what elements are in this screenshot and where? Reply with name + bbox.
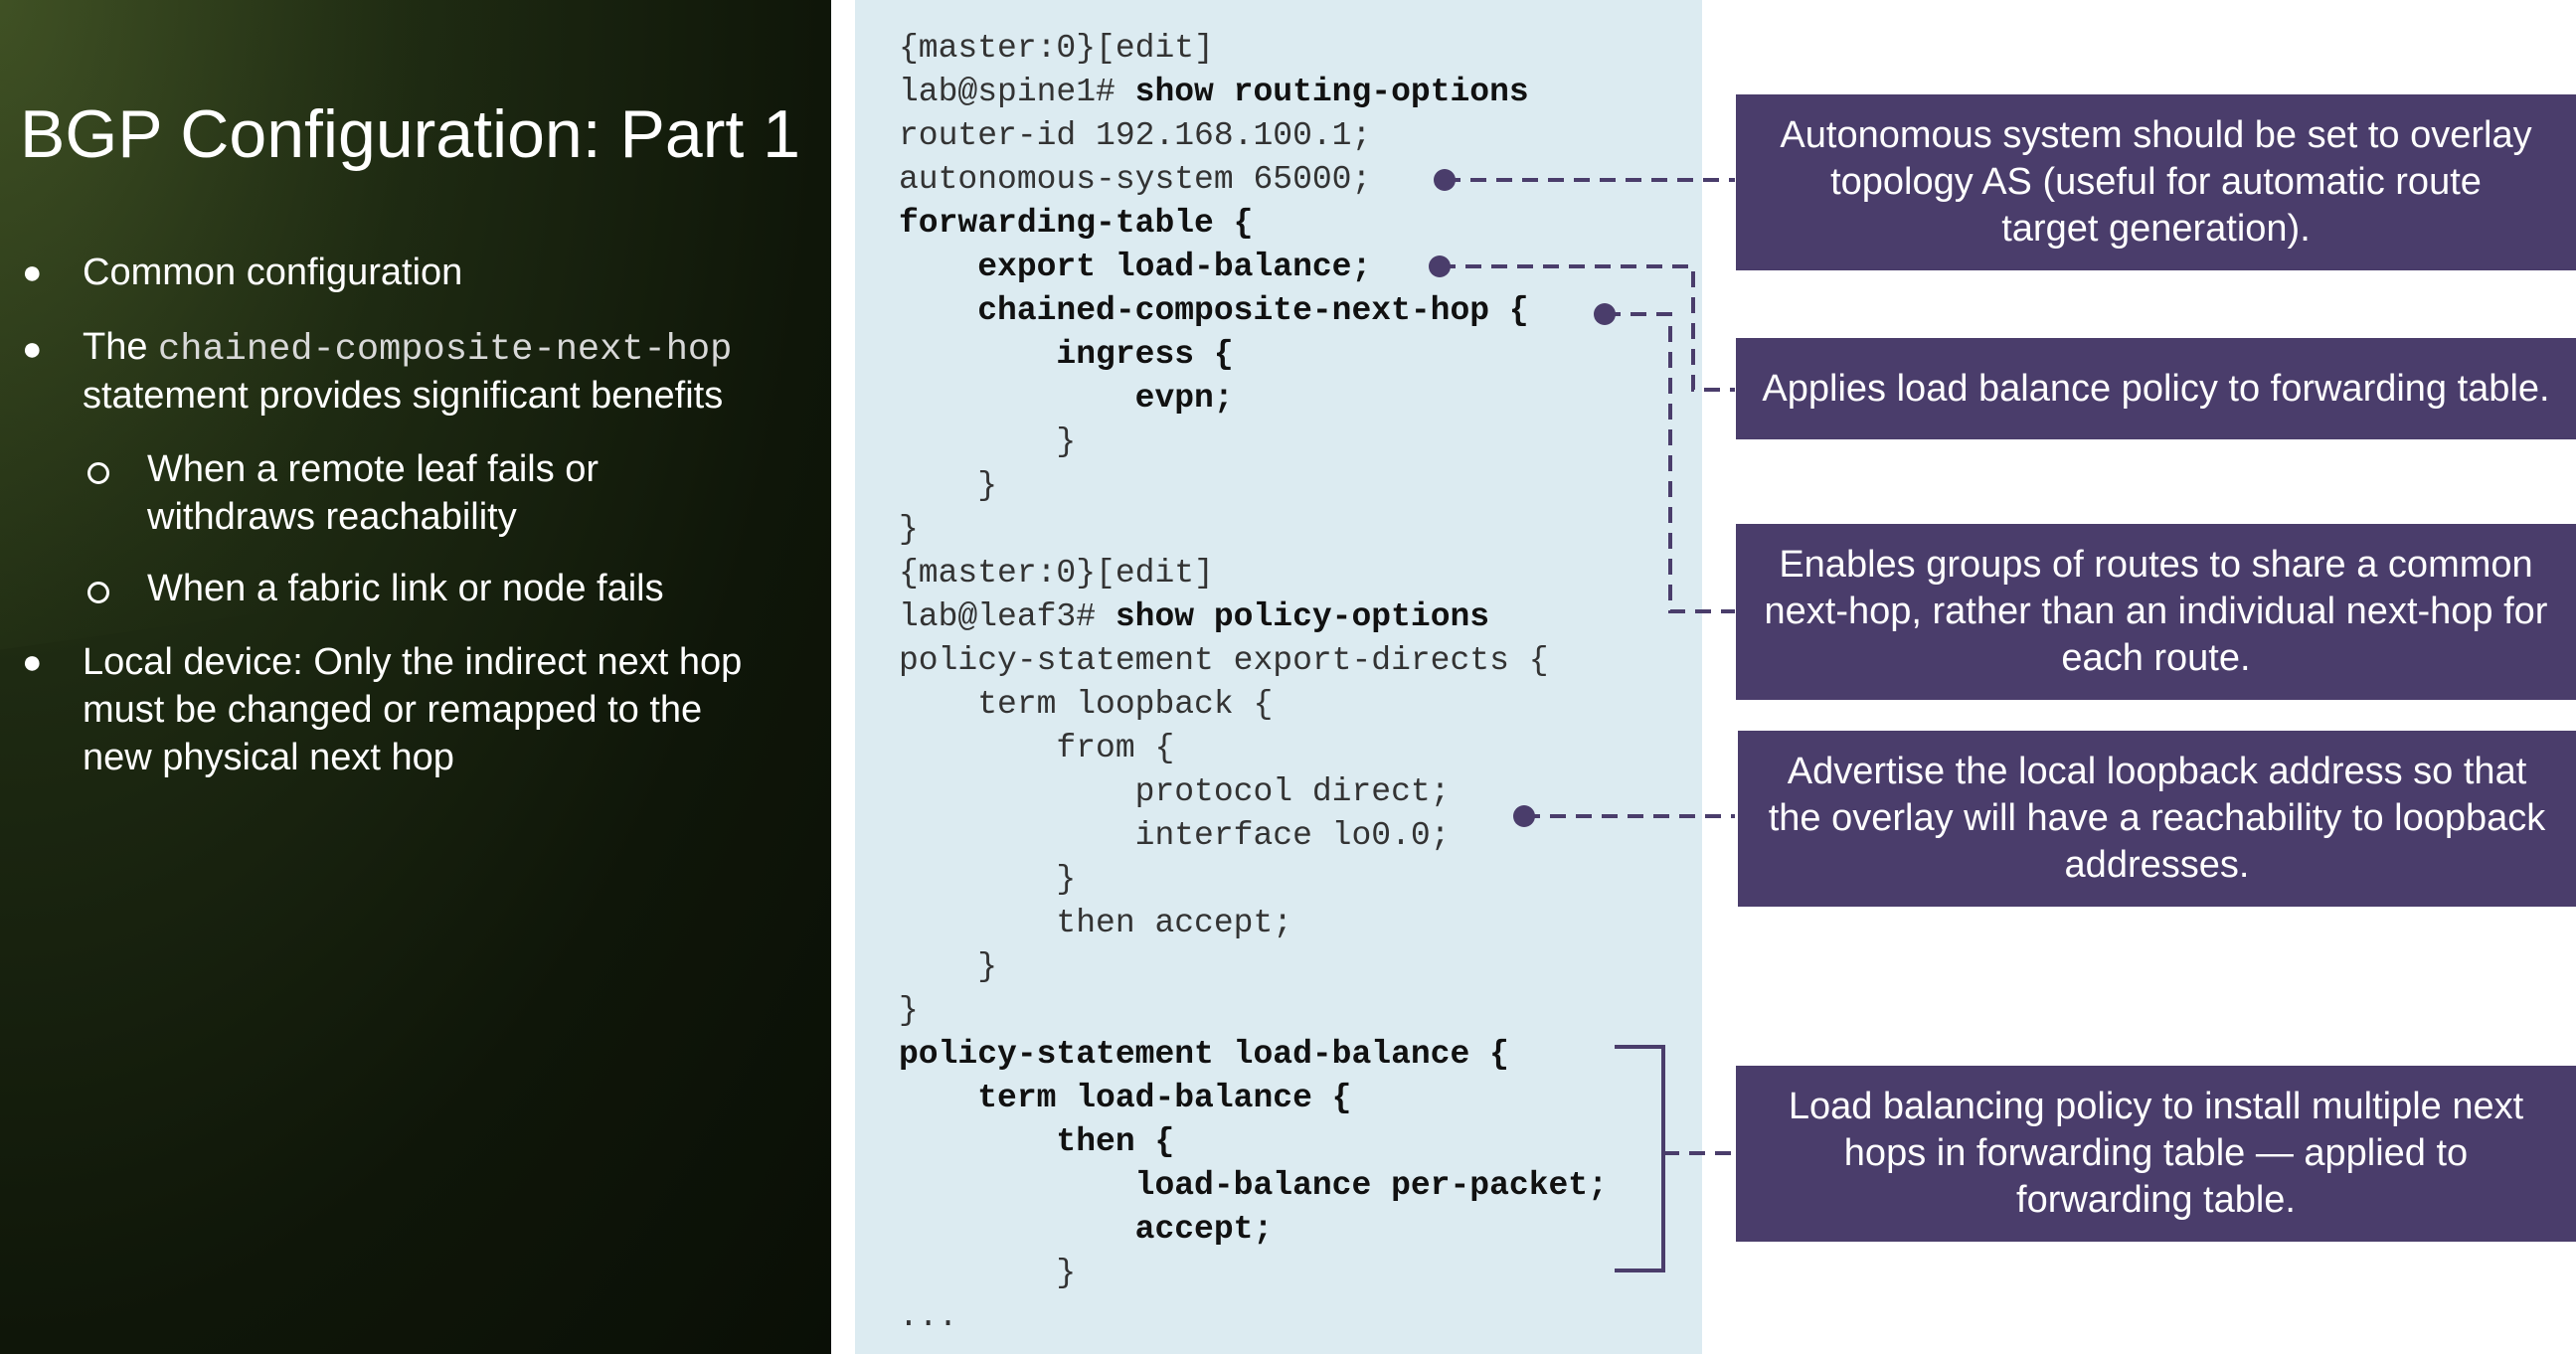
- connector-dot: [1513, 805, 1535, 827]
- bullet-dot: ●: [22, 330, 43, 368]
- bullet-local-device: Local device: Only the indirect next hop: [83, 641, 743, 683]
- code-line: }: [899, 467, 998, 504]
- bullet-text: must be changed or remapped to the: [83, 689, 703, 731]
- sub-bullet-remote-leaf: When a remote leaf fails or: [147, 448, 600, 490]
- code-line: }: [899, 948, 998, 985]
- code-line: from {: [899, 730, 1175, 766]
- sub-bullet-ring: [87, 582, 109, 603]
- code-line: then {: [899, 1123, 1175, 1160]
- code-line-spine-prompt: lab@spine1# show routing-options: [899, 74, 1529, 110]
- code-line: }: [899, 992, 919, 1029]
- callout-line: addresses.: [2064, 844, 2250, 886]
- connector-dot: [1434, 169, 1456, 191]
- code-line: autonomous-system 65000;: [899, 161, 1372, 198]
- slide-title: BGP Configuration: Part 1: [20, 96, 800, 172]
- code-line: accept;: [899, 1211, 1274, 1248]
- code-line: router-id 192.168.100.1;: [899, 117, 1372, 154]
- sub-bullet-text: withdraws reachability: [147, 496, 517, 538]
- inline-code: chained-composite-next-hop: [158, 329, 733, 371]
- code-line: then accept;: [899, 905, 1293, 941]
- code-line: chained-composite-next-hop {: [899, 292, 1529, 329]
- code-bracket: [1615, 1045, 1665, 1272]
- code-line: forwarding-table {: [899, 205, 1254, 242]
- bullet-chained-composite: The chained-composite-next-hop: [83, 323, 732, 374]
- callout-line: Autonomous system should be set to overl…: [1780, 114, 2532, 156]
- callout-loopback-advertise: Advertise the local loopback address so …: [1738, 731, 2576, 907]
- callout-line: topology AS (useful for automatic route: [1830, 161, 2482, 203]
- connector-dot: [1594, 303, 1616, 325]
- code-line: policy-statement export-directs {: [899, 642, 1549, 679]
- callout-line: hops in forwarding table — applied to: [1843, 1132, 2469, 1174]
- code-line: }: [899, 1255, 1077, 1291]
- bullet-dot: ●: [22, 254, 43, 291]
- code-line: {master:0}[edit]: [899, 555, 1214, 592]
- slide-left-panel: BGP Configuration: Part 1 ● Common confi…: [0, 0, 831, 1354]
- sub-bullet-ring: [87, 462, 109, 484]
- callout-line: Enables groups of routes to share a comm…: [1779, 544, 2533, 586]
- code-line: ingress {: [899, 336, 1234, 373]
- connector-line: [1605, 312, 1735, 613]
- callout-chained-composite: Enables groups of routes to share a comm…: [1736, 524, 2576, 700]
- code-line: export load-balance;: [899, 249, 1372, 285]
- callout-line: Load balancing policy to install multipl…: [1788, 1086, 2524, 1127]
- callout-load-balancing-policy: Load balancing policy to install multipl…: [1736, 1066, 2576, 1242]
- code-line: term loopback {: [899, 686, 1274, 723]
- callout-line: the overlay will have a reachability to …: [1768, 797, 2546, 839]
- bullet-common-configuration: Common configuration: [83, 252, 463, 293]
- code-line: protocol direct;: [899, 773, 1451, 810]
- code-line: }: [899, 511, 919, 548]
- bullet-dot: ●: [22, 643, 43, 681]
- code-line: term load-balance {: [899, 1080, 1352, 1116]
- callout-line: target generation).: [2001, 208, 2311, 250]
- code-line-leaf-prompt: lab@leaf3# show policy-options: [899, 598, 1490, 635]
- code-command: show policy-options: [1115, 598, 1490, 635]
- bullet-text: The: [83, 326, 159, 368]
- code-line: ...: [899, 1298, 958, 1335]
- callout-line: forwarding table.: [2016, 1179, 2296, 1221]
- sub-bullet-fabric-link: When a fabric link or node fails: [147, 568, 664, 609]
- callout-autonomous-system: Autonomous system should be set to overl…: [1736, 94, 2576, 270]
- callout-line: Advertise the local loopback address so …: [1787, 751, 2527, 792]
- code-panel: {master:0}[edit] lab@spine1# show routin…: [855, 0, 1702, 1354]
- callout-line: next-hop, rather than an individual next…: [1764, 591, 2548, 632]
- code-line: policy-statement load-balance {: [899, 1036, 1509, 1073]
- code-line: evpn;: [899, 380, 1234, 417]
- code-line: {master:0}[edit]: [899, 30, 1214, 67]
- bullet-text: new physical next hop: [83, 737, 454, 778]
- code-line: interface lo0.0;: [899, 817, 1451, 854]
- callout-load-balance-policy: Applies load balance policy to forwardin…: [1736, 338, 2576, 439]
- connector-dot: [1429, 255, 1451, 277]
- connector-line: [1440, 264, 1735, 392]
- bullet-text: statement provides significant benefits: [83, 375, 724, 417]
- code-line: load-balance per-packet;: [899, 1167, 1608, 1204]
- callout-line: each route.: [2061, 637, 2251, 679]
- code-line: }: [899, 423, 1077, 460]
- code-line: }: [899, 861, 1077, 898]
- callout-line: Applies load balance policy to forwardin…: [1762, 367, 2550, 410]
- code-command: show routing-options: [1134, 74, 1529, 110]
